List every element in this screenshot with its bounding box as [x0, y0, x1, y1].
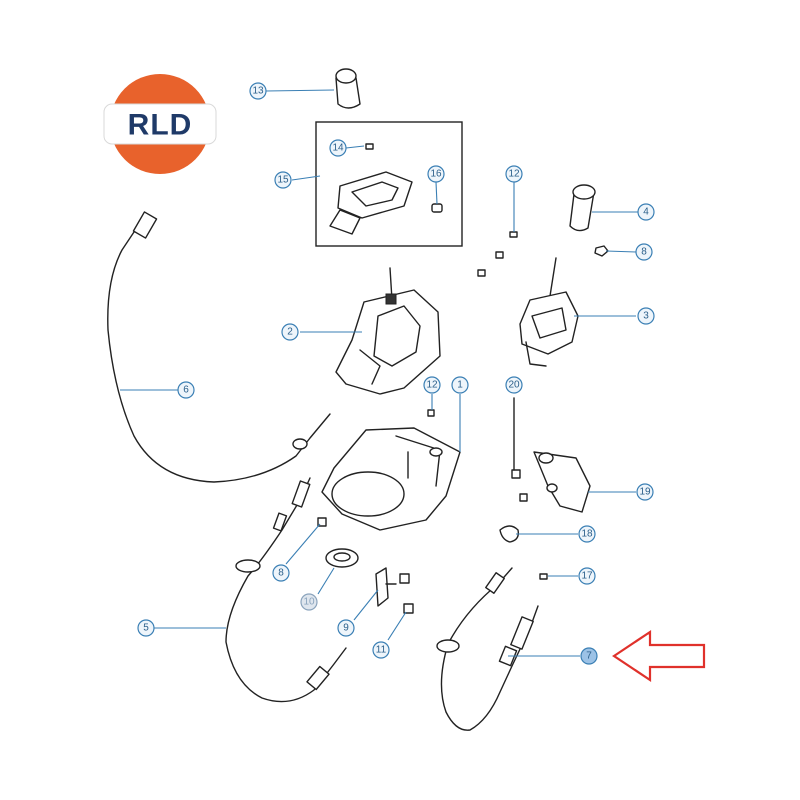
svg-text:8: 8	[641, 247, 647, 258]
highlight-arrow	[612, 629, 706, 683]
callout-16[interactable]: 16	[427, 165, 445, 183]
rld-logo: RLD	[103, 74, 217, 174]
svg-text:6: 6	[183, 385, 189, 396]
callout-17[interactable]: 17	[578, 567, 596, 585]
svg-text:15: 15	[277, 175, 289, 186]
part-2-shifter-assembly	[335, 267, 441, 395]
callout-12b[interactable]: 12	[423, 376, 441, 394]
callout-13[interactable]: 13	[249, 82, 267, 100]
svg-text:12: 12	[508, 169, 520, 180]
part-6-cable	[107, 211, 331, 483]
callout-5[interactable]: 5	[137, 619, 155, 637]
svg-text:12: 12	[426, 380, 438, 391]
callout-12a[interactable]: 12	[505, 165, 523, 183]
svg-text:11: 11	[376, 645, 387, 656]
part-11-bolts	[399, 573, 414, 614]
callout-11[interactable]: 11	[372, 641, 390, 659]
svg-text:16: 16	[430, 169, 442, 180]
small-fasteners	[317, 231, 609, 580]
part-10-grommet	[325, 548, 359, 568]
callout-1[interactable]: 1	[451, 376, 469, 394]
part-7-cable	[436, 567, 539, 731]
svg-text:10: 10	[303, 597, 315, 608]
callout-10[interactable]: 10	[300, 593, 318, 611]
leader-lines	[120, 89, 638, 657]
part-14	[365, 143, 374, 150]
callout-18[interactable]: 18	[578, 525, 596, 543]
svg-text:14: 14	[332, 143, 344, 154]
callout-8a[interactable]: 8	[635, 243, 653, 261]
svg-text:1: 1	[457, 380, 463, 391]
part-9-bracket	[375, 567, 397, 607]
part-16	[431, 203, 443, 213]
svg-text:7: 7	[586, 651, 592, 662]
callout-15[interactable]: 15	[274, 171, 292, 189]
part-18-clip	[499, 525, 520, 543]
part-3-shifter	[519, 257, 579, 367]
callout-4[interactable]: 4	[637, 203, 655, 221]
callout-7[interactable]: 7	[580, 647, 598, 665]
callout-3[interactable]: 3	[637, 307, 655, 325]
part-13-shift-knob	[335, 68, 361, 109]
part-19-bracket	[533, 451, 591, 513]
svg-text:18: 18	[581, 529, 593, 540]
callout-14[interactable]: 14	[329, 139, 347, 157]
svg-text:20: 20	[508, 380, 520, 391]
detail-inset-box	[315, 121, 463, 247]
svg-text:3: 3	[643, 311, 649, 322]
svg-text:13: 13	[252, 86, 264, 97]
logo-text: RLD	[128, 109, 193, 142]
svg-text:17: 17	[581, 571, 593, 582]
callout-2[interactable]: 2	[281, 323, 299, 341]
callout-9[interactable]: 9	[337, 619, 355, 637]
part-5-cable	[225, 477, 347, 703]
callout-6[interactable]: 6	[177, 381, 195, 399]
svg-text:5: 5	[143, 623, 149, 634]
svg-text:8: 8	[278, 568, 284, 579]
part-15-bezel	[329, 171, 413, 235]
svg-text:19: 19	[639, 487, 651, 498]
svg-text:9: 9	[343, 623, 349, 634]
callout-20[interactable]: 20	[505, 376, 523, 394]
part-4-knob	[569, 184, 596, 232]
callout-8b[interactable]: 8	[272, 564, 290, 582]
svg-text:2: 2	[287, 327, 293, 338]
svg-text:4: 4	[643, 207, 649, 218]
callout-19[interactable]: 19	[636, 483, 654, 501]
part-1-base-bracket	[321, 427, 461, 531]
